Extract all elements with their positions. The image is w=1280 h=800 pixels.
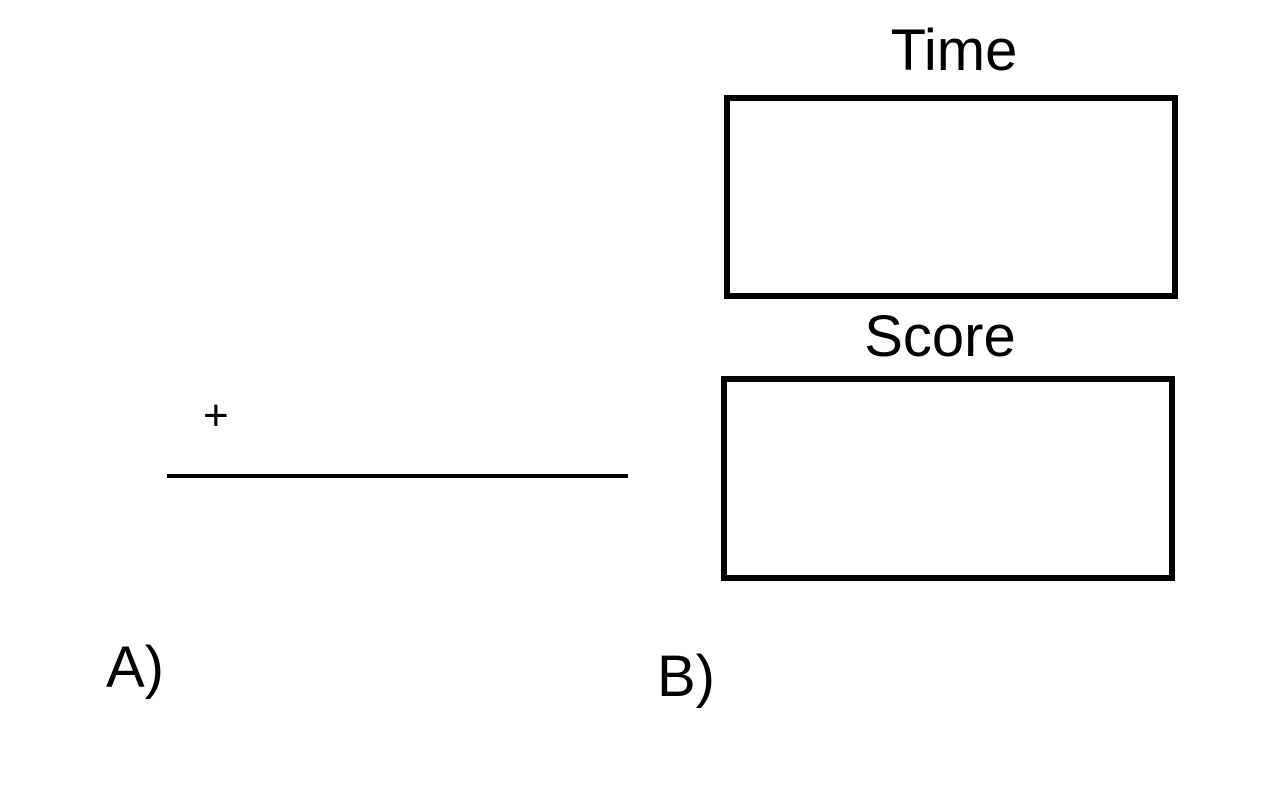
panel-b-label: B) [657,644,715,709]
answer-line [167,474,628,478]
score-title: Score [864,304,1016,369]
time-title: Time [890,18,1018,83]
plus-sign: + [203,391,229,440]
time-box [724,95,1178,299]
panel-a-label: A) [106,635,164,700]
score-box [721,376,1175,581]
